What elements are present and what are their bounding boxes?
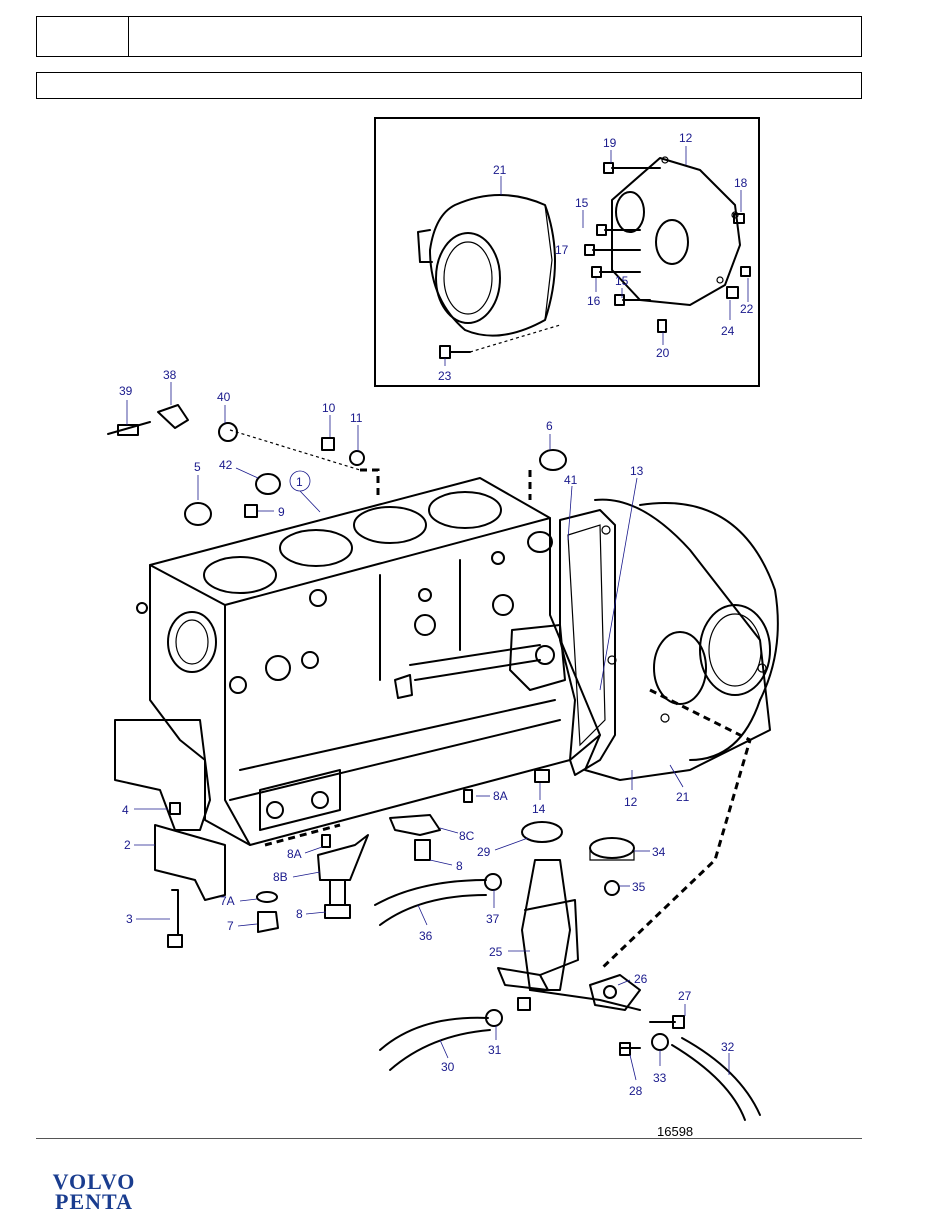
label-28: 28 bbox=[629, 1084, 643, 1098]
dash-line-11 bbox=[360, 468, 380, 500]
dash-line-38-40 bbox=[229, 429, 361, 471]
label-21-main: 21 bbox=[676, 790, 690, 804]
logo-line-2: PENTA bbox=[55, 1189, 133, 1214]
label-8b: 8B bbox=[273, 870, 288, 884]
rear-plate-main bbox=[559, 498, 779, 781]
label-9: 9 bbox=[278, 505, 285, 519]
inset-frame bbox=[374, 117, 760, 387]
label-27: 27 bbox=[678, 989, 692, 1003]
label-1: 1 bbox=[296, 475, 303, 489]
label-12-inset: 12 bbox=[679, 131, 693, 145]
header-box bbox=[36, 16, 862, 57]
label-10: 10 bbox=[322, 401, 336, 415]
label-8c: 8C bbox=[459, 829, 475, 843]
label-31: 31 bbox=[488, 1043, 502, 1057]
label-14: 14 bbox=[532, 802, 546, 816]
label-15-upper: 15 bbox=[575, 196, 589, 210]
label-39: 39 bbox=[119, 384, 133, 398]
label-11: 11 bbox=[350, 411, 363, 425]
label-37: 37 bbox=[486, 912, 500, 926]
label-40: 40 bbox=[217, 390, 231, 404]
label-6: 6 bbox=[546, 419, 553, 433]
label-13: 13 bbox=[630, 464, 644, 478]
label-34: 34 bbox=[652, 845, 666, 859]
label-8a-lower: 8A bbox=[287, 847, 302, 861]
label-8-lower: 8 bbox=[296, 907, 303, 921]
label-42: 42 bbox=[219, 458, 233, 472]
footer-rule bbox=[36, 1138, 862, 1139]
dash-line-8 bbox=[264, 823, 341, 847]
label-16: 16 bbox=[587, 294, 601, 308]
dash-line-21 bbox=[598, 688, 752, 972]
label-18: 18 bbox=[734, 176, 748, 190]
label-8-upper: 8 bbox=[456, 859, 463, 873]
subheader-box bbox=[36, 72, 862, 99]
logo-line-1: VOLVO bbox=[52, 1169, 136, 1194]
label-29: 29 bbox=[477, 845, 491, 859]
label-41: 41 bbox=[564, 473, 578, 487]
label-7: 7 bbox=[227, 919, 234, 933]
label-7a: 7A bbox=[220, 894, 235, 908]
label-23: 23 bbox=[438, 369, 452, 383]
label-30: 30 bbox=[441, 1060, 455, 1074]
breather-assembly bbox=[484, 821, 685, 1056]
engine-plate-inset bbox=[611, 156, 741, 306]
small-parts-upper bbox=[107, 404, 567, 553]
label-24: 24 bbox=[721, 324, 735, 338]
label-4: 4 bbox=[122, 803, 129, 817]
label-21-inset: 21 bbox=[493, 163, 507, 177]
label-5: 5 bbox=[194, 460, 201, 474]
label-17: 17 bbox=[555, 243, 569, 257]
header-divider bbox=[128, 17, 129, 56]
label-32: 32 bbox=[721, 1040, 735, 1054]
label-33: 33 bbox=[653, 1071, 667, 1085]
label-26: 26 bbox=[634, 972, 648, 986]
label-25: 25 bbox=[489, 945, 503, 959]
label-19: 19 bbox=[603, 136, 617, 150]
label-2: 2 bbox=[124, 838, 131, 852]
bearing-cap-parts bbox=[154, 769, 550, 948]
label-8a-upper: 8A bbox=[493, 789, 508, 803]
engine-block bbox=[114, 477, 601, 846]
label-12-main: 12 bbox=[624, 795, 638, 809]
label-22: 22 bbox=[740, 302, 754, 316]
figure-number: 16598 bbox=[657, 1124, 694, 1139]
inset-bolts bbox=[439, 162, 751, 359]
label-38: 38 bbox=[163, 368, 177, 382]
label-3: 3 bbox=[126, 912, 133, 926]
volvo-penta-logo: VOLVO PENTA bbox=[38, 1169, 150, 1214]
label-15-lower: 15 bbox=[615, 274, 629, 288]
label-20: 20 bbox=[656, 346, 670, 360]
flywheel-housing-inset bbox=[417, 194, 556, 337]
label-36: 36 bbox=[419, 929, 433, 943]
hoses bbox=[374, 879, 761, 1121]
label-35: 35 bbox=[632, 880, 646, 894]
